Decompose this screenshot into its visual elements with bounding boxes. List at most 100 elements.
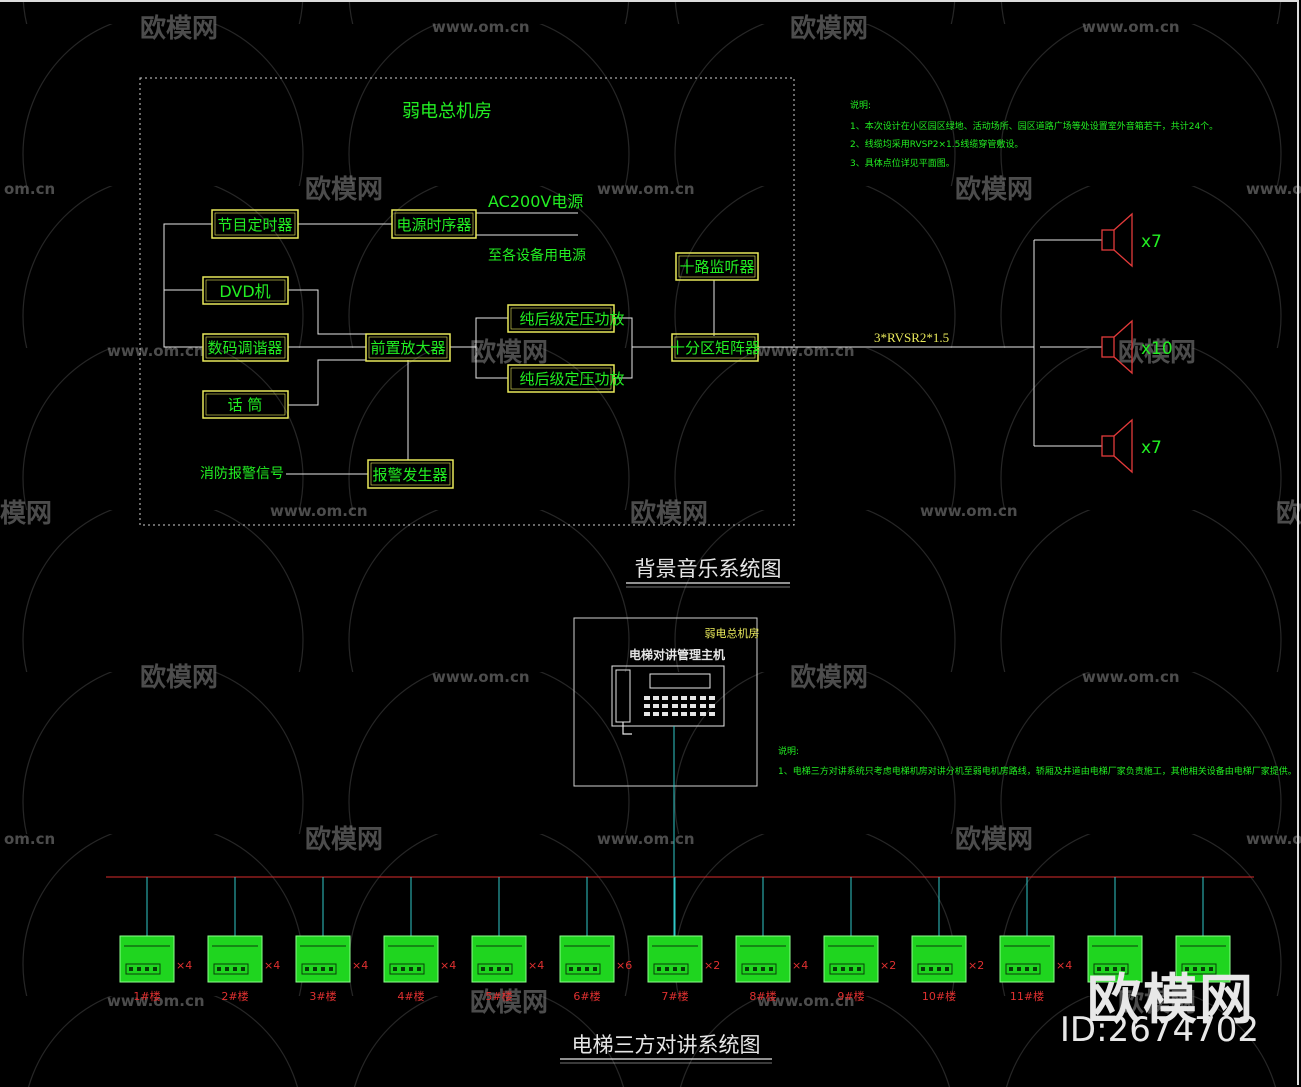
watermark-site: www.om.cn — [757, 992, 855, 1010]
watermark-site: om.cn — [4, 180, 55, 198]
sequencer-label: 电源时序器 — [396, 216, 471, 234]
watermark-site: www.om.cn — [597, 180, 695, 198]
unit-key — [305, 967, 309, 971]
watermark-brand: 欧模网 — [790, 13, 868, 44]
watermark-brand: 欧模网 — [140, 662, 218, 693]
intercom-diagram-title: 电梯三方对讲系统图 — [572, 1033, 761, 1057]
unit-key — [1017, 967, 1021, 971]
unit-key — [1185, 967, 1189, 971]
amplifier-2-box — [507, 364, 615, 393]
dvd-label: DVD机 — [219, 282, 270, 301]
watermark-site: www.om.cn — [1246, 830, 1301, 848]
unit-body — [559, 935, 615, 983]
unit-key — [761, 967, 765, 971]
unit-display — [653, 963, 689, 975]
speaker-qty: x7 — [1141, 232, 1162, 252]
speaker-icon — [1101, 319, 1133, 375]
building-label: 2#楼 — [221, 989, 248, 1003]
unit-display — [917, 963, 953, 975]
unit-key — [921, 967, 925, 971]
unit-key — [1033, 967, 1037, 971]
unit-body — [735, 935, 791, 983]
alarm-generator-box — [367, 459, 454, 489]
intercom-extension-icon — [1175, 935, 1231, 983]
watermark-brand: 欧模网 — [1118, 987, 1196, 1018]
equipment-power-label: 至各设备用电源 — [488, 247, 586, 264]
speakers: x7 x10 x7 — [1101, 212, 1173, 474]
unit-display — [1181, 963, 1217, 975]
building-label: 11#楼 — [1010, 989, 1044, 1003]
unit-key — [409, 967, 413, 971]
watermark-site: www.om.cn — [1246, 180, 1301, 198]
host-label: 电梯对讲管理主机 — [629, 647, 725, 662]
preamp-box — [365, 333, 451, 362]
unit-key — [1097, 967, 1101, 971]
watermark-site: www.om.cn — [270, 502, 368, 520]
unit-key — [401, 967, 405, 971]
room-boundary — [139, 77, 795, 526]
intercom-room-label: 弱电总机房 — [705, 626, 760, 640]
intercom-host-icon — [611, 665, 725, 735]
watermark-brand: 欧模网 — [630, 498, 708, 529]
unit-body — [383, 935, 439, 983]
building-label: 4#楼 — [397, 989, 424, 1003]
bgm-diagram-title: 背景音乐系统图 — [635, 557, 782, 581]
bgm-note: 3、具体点位详见平面图。 — [850, 157, 955, 169]
room-title: 弱电总机房 — [402, 101, 492, 122]
building-label: 9#楼 — [837, 989, 864, 1003]
unit-qty: ×4 — [528, 959, 544, 972]
unit-key — [1121, 967, 1125, 971]
intercom-extension-icon — [911, 935, 967, 983]
unit-qty: ×2 — [704, 959, 720, 972]
building-label: 8#楼 — [749, 989, 776, 1003]
mic-label: 话 筒 — [228, 396, 263, 414]
watermark-site: www.om.cn — [757, 342, 855, 360]
unit-key — [745, 967, 749, 971]
unit-key — [841, 967, 845, 971]
unit-display — [741, 963, 777, 975]
unit-key — [857, 967, 861, 971]
bgm-notes-title: 说明: — [850, 99, 871, 111]
unit-display — [301, 963, 337, 975]
unit-key — [1201, 967, 1205, 971]
watermark-brand: 模网 — [0, 499, 52, 529]
speaker-qty: x7 — [1141, 438, 1162, 458]
unit-body — [647, 935, 703, 983]
watermark-brand: 欧模网 — [470, 987, 548, 1018]
bgm-note: 2、线缆均采用RVSP2×1.5线缆穿管敷设。 — [850, 138, 1023, 150]
unit-key — [673, 967, 677, 971]
unit-display — [829, 963, 865, 975]
monitor-label: 十路监听器 — [679, 258, 754, 276]
unit-body — [911, 935, 967, 983]
watermark-site: www.om.cn — [920, 502, 1018, 520]
unit-key — [1193, 967, 1197, 971]
unit-body — [823, 935, 879, 983]
unit-key — [833, 967, 837, 971]
bgm-boxes: 节目定时器 电源时序器 DVD机 数码调谐器 话 筒 前置放大器 报警发生器 纯… — [202, 209, 760, 489]
unit-key — [129, 967, 133, 971]
speaker-qty: x10 — [1141, 339, 1173, 359]
watermark-layer: 欧模网欧模网欧模网欧模网欧模网欧模网欧模网欧模网欧模网欧模网欧模网欧模网欧模网w… — [0, 13, 1301, 1018]
building-label: 3#楼 — [309, 989, 336, 1003]
building-label: 5#楼 — [485, 989, 512, 1003]
cable-label: 3*RVSR2*1.5 — [874, 330, 949, 345]
unit-display — [125, 963, 161, 975]
watermark-brand-large: 欧模网 — [1087, 968, 1255, 1031]
watermark-site: www.om.cn — [107, 342, 205, 360]
intercom-extension-icon — [383, 935, 439, 983]
dvd-box — [202, 276, 289, 305]
unit-key — [945, 967, 949, 971]
unit-key — [153, 967, 157, 971]
unit-key — [241, 967, 245, 971]
watermark-brand: 欧模网 — [470, 337, 548, 368]
building-label: 1#楼 — [133, 989, 160, 1003]
timer-label: 节目定时器 — [217, 216, 292, 234]
unit-key — [929, 967, 933, 971]
intercom-extension-icon — [119, 935, 175, 983]
unit-key — [1025, 967, 1029, 971]
building-label: 10#楼 — [922, 989, 956, 1003]
unit-key — [585, 967, 589, 971]
watermark-brand: 欧模网 — [305, 174, 383, 205]
matrix-label: 十分区矩阵器 — [670, 339, 760, 357]
